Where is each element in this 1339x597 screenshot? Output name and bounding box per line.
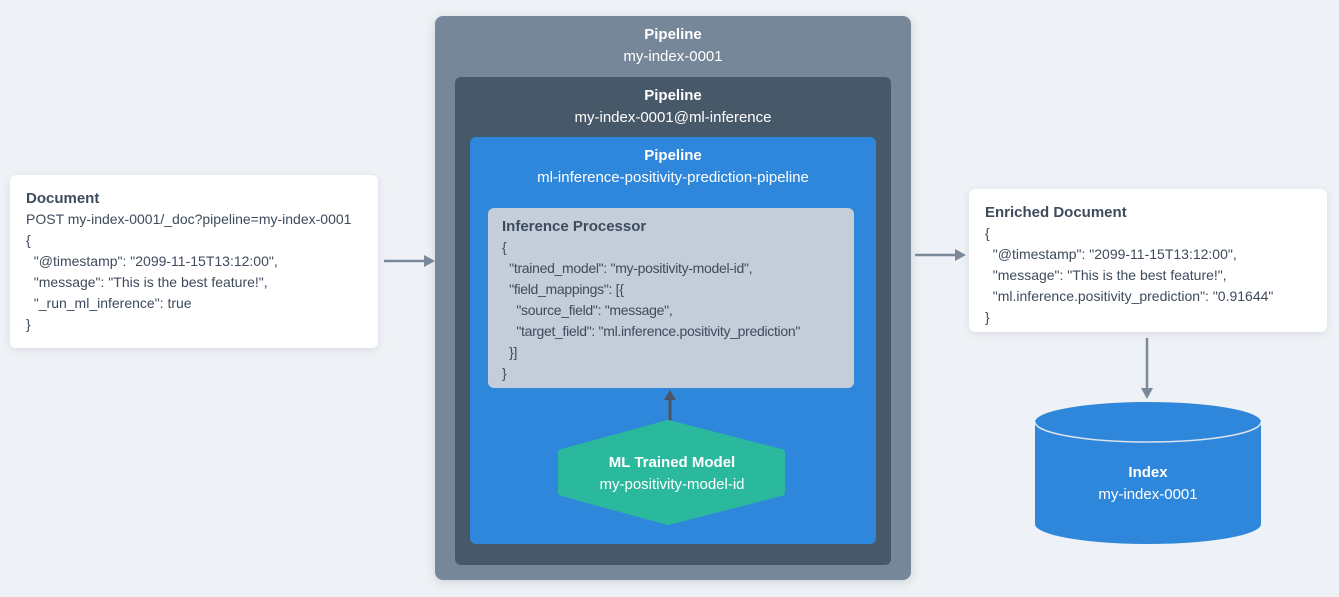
document-code-line: } <box>26 316 31 332</box>
pipeline-outer-box: Pipeline my-index-0001 Pipeline my-index… <box>435 16 911 580</box>
pipeline-outer-title: Pipeline <box>644 26 702 43</box>
processor-code-line: "trained_model": "my-positivity-model-id… <box>502 260 753 276</box>
arrow-enriched-to-index-icon <box>1141 338 1153 399</box>
pipeline-ml-inference-title: Pipeline <box>644 87 702 104</box>
inference-processor-box: Inference Processor { "trained_model": "… <box>488 208 854 388</box>
pipeline-ml-inference-name: my-index-0001@ml-inference <box>574 109 772 126</box>
processor-code-line: { <box>502 239 507 255</box>
ml-trained-model-title: ML Trained Model <box>608 454 736 471</box>
database-cylinder-icon <box>1034 402 1262 544</box>
ml-trained-model-name: my-positivity-model-id <box>599 476 745 493</box>
processor-code-line: "source_field": "message", <box>502 302 673 318</box>
ml-trained-model-node: ML Trained Model my-positivity-model-id <box>556 420 788 526</box>
document-card: Document POST my-index-0001/_doc?pipelin… <box>10 175 378 348</box>
index-title: Index <box>1128 464 1168 481</box>
arrow-pipeline-to-enriched-icon <box>915 249 966 261</box>
enriched-document-card: Enriched Document { "@timestamp": "2099-… <box>969 189 1327 332</box>
pipeline-ml-inference-header: Pipeline my-index-0001@ml-inference <box>455 77 891 129</box>
enriched-code-line: } <box>985 309 990 325</box>
index-label: Index my-index-0001 <box>1033 462 1263 506</box>
enriched-code-line: { <box>985 225 990 241</box>
document-code-line: { <box>26 232 31 248</box>
document-code-line: "@timestamp": "2099-11-15T13:12:00", <box>26 253 278 269</box>
pipeline-positivity-title: Pipeline <box>644 147 702 164</box>
pipeline-outer-name: my-index-0001 <box>623 48 723 65</box>
enriched-code-line: "@timestamp": "2099-11-15T13:12:00", <box>985 246 1237 262</box>
index-name: my-index-0001 <box>1098 486 1198 503</box>
pipeline-positivity-name: ml-inference-positivity-prediction-pipel… <box>537 169 809 186</box>
enriched-code-line: "message": "This is the best feature!", <box>985 267 1227 283</box>
inference-processor-title: Inference Processor <box>502 218 647 235</box>
pipeline-ml-inference-box: Pipeline my-index-0001@ml-inference Pipe… <box>455 77 891 565</box>
index-node: Index my-index-0001 <box>1033 400 1263 548</box>
processor-code-line: "field_mappings": [{ <box>502 281 624 297</box>
processor-code-line: "target_field": "ml.inference.positivity… <box>502 323 801 339</box>
pipeline-positivity-header: Pipeline ml-inference-positivity-predict… <box>470 137 876 189</box>
processor-code-line: } <box>502 365 507 381</box>
pipeline-outer-header: Pipeline my-index-0001 <box>435 16 911 68</box>
ml-trained-model-label: ML Trained Model my-positivity-model-id <box>556 452 788 496</box>
enriched-document-title: Enriched Document <box>985 204 1127 221</box>
document-card-title: Document <box>26 190 100 207</box>
processor-code-line: }] <box>502 344 518 360</box>
document-code-line: "_run_ml_inference": true <box>26 295 192 311</box>
document-code-line: POST my-index-0001/_doc?pipeline=my-inde… <box>26 211 352 227</box>
hexagon-shape <box>558 420 785 525</box>
document-code-line: "message": "This is the best feature!", <box>26 274 268 290</box>
arrow-document-to-pipeline-icon <box>384 255 435 267</box>
arrow-model-to-processor-icon <box>664 390 676 422</box>
enriched-code-line: "ml.inference.positivity_prediction": "0… <box>985 288 1274 304</box>
